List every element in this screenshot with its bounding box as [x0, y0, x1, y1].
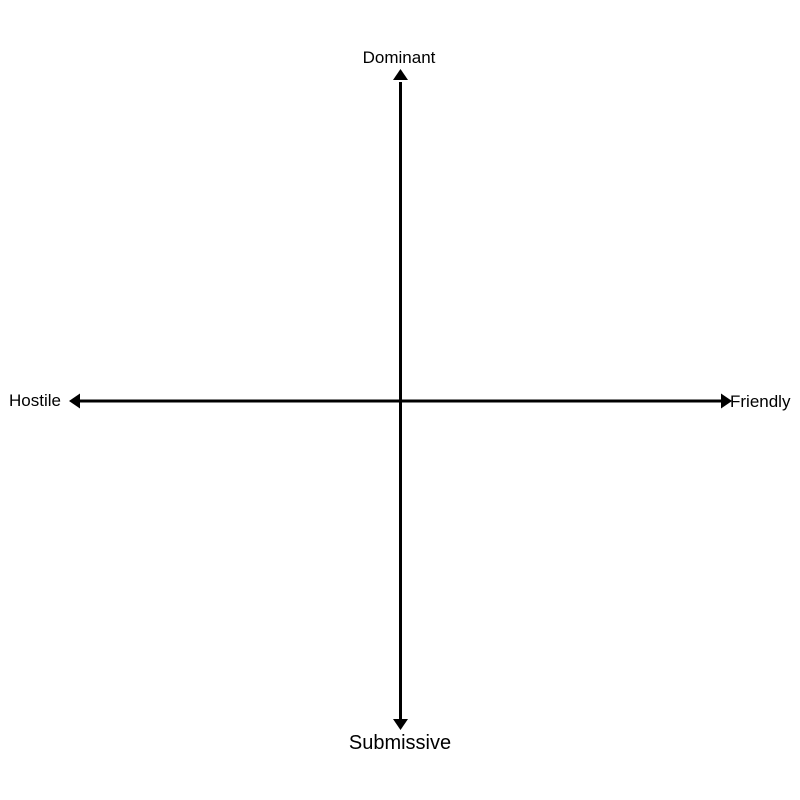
arrowhead-down-icon — [393, 719, 408, 730]
label-hostile: Hostile — [9, 391, 61, 410]
label-dominant: Dominant — [363, 48, 436, 67]
label-friendly: Friendly — [730, 392, 791, 411]
arrowhead-up-icon — [393, 69, 408, 80]
arrowhead-right-icon — [721, 393, 732, 409]
arrowhead-left-icon — [69, 393, 80, 409]
label-submissive: Submissive — [349, 732, 451, 754]
